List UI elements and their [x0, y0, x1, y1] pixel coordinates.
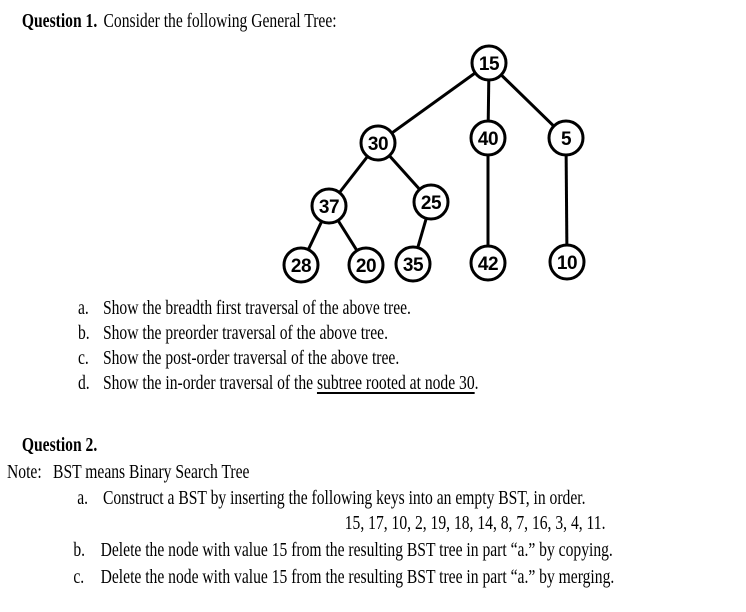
note-text: BST means Binary Search Tree	[53, 461, 250, 483]
item-text: Show the post-order traversal of the abo…	[102, 347, 400, 369]
item-text: Construct a BST by inserting the followi…	[102, 487, 586, 509]
node-label: 20	[356, 256, 376, 277]
question1-item-b: b. Show the preorder traversal of the abo…	[78, 322, 388, 345]
question2-keys-line: 15, 17, 10, 2, 19, 18, 14, 8, 7, 16, 3, …	[345, 512, 606, 535]
tree-node-40: 40	[469, 119, 507, 157]
node-label: 28	[291, 256, 311, 277]
item-marker: b.	[73, 539, 86, 561]
tree-node-20: 20	[347, 246, 385, 284]
item-marker: c.	[78, 347, 89, 369]
item-text-suffix: .	[474, 372, 479, 394]
item-text: Show the preorder traversal of the above…	[102, 322, 388, 344]
node-label: 35	[403, 255, 424, 276]
node-circle	[359, 124, 397, 162]
node-label: 5	[561, 129, 572, 150]
question1-heading: Question 1.Consider the following Genera…	[22, 10, 337, 33]
tree-node-30: 30	[359, 124, 397, 162]
question2-heading-number: Question 2.	[21, 434, 98, 456]
node-circle	[347, 246, 385, 284]
note-label: Note:	[7, 461, 42, 483]
node-label: 15	[479, 54, 500, 75]
node-circle	[469, 119, 507, 157]
node-circle	[547, 119, 585, 157]
node-circle	[412, 183, 450, 221]
question2-item-b: b. Delete the node with value 15 from the…	[73, 539, 613, 562]
item-text: Show the breadth first traversal of the …	[102, 297, 411, 319]
tree-node-37: 37	[310, 187, 348, 225]
question1-item-a: a. Show the breadth first traversal of th…	[78, 297, 411, 320]
question2-heading: Question 2.	[22, 434, 104, 457]
question2-item-a: a. Construct a BST by inserting the follo…	[77, 487, 585, 510]
tree-node-28: 28	[282, 246, 320, 284]
item-text-underlined: subtree rooted at node 30	[316, 372, 475, 394]
question1-heading-text: Consider the following General Tree:	[103, 10, 337, 32]
tree-node-25: 25	[412, 183, 450, 221]
general-tree-diagram: 15 30 40 5 37 25 28 20	[282, 44, 586, 284]
tree-edge-15-30	[377, 61, 490, 145]
question2-item-c: c. Delete the node with value 15 from the…	[73, 566, 614, 589]
tree-node-10: 10	[548, 243, 586, 281]
node-circle	[469, 244, 507, 282]
bst-insert-keys: 15, 17, 10, 2, 19, 18, 14, 8, 7, 16, 3, …	[344, 512, 606, 534]
node-circle	[394, 245, 432, 283]
tree-node-15: 15	[470, 44, 508, 82]
tree-edge-5-10	[564, 137, 569, 263]
item-marker: d.	[78, 372, 90, 394]
item-text: Delete the node with value 15 from the r…	[100, 566, 615, 588]
node-label: 10	[557, 253, 577, 274]
question1-heading-number: Question 1.	[21, 10, 98, 32]
node-circle	[548, 243, 586, 281]
question1-item-c: c. Show the post-order traversal of the a…	[78, 347, 399, 370]
tree-node-35: 35	[394, 245, 432, 283]
item-marker: b.	[78, 322, 90, 344]
node-label: 42	[478, 254, 498, 275]
item-marker: c.	[73, 566, 85, 588]
node-circle	[470, 44, 508, 82]
node-label: 30	[368, 134, 388, 155]
node-label: 25	[421, 193, 442, 214]
question1-item-d: d. Show the in-order traversal of the sub…	[78, 372, 479, 395]
node-circle	[310, 187, 348, 225]
item-text-prefix: Show the in-order traversal of the	[102, 372, 317, 394]
item-text: Delete the node with value 15 from the r…	[100, 539, 613, 561]
tree-node-5: 5	[547, 119, 585, 157]
node-circle	[282, 246, 320, 284]
item-marker: a.	[77, 487, 89, 509]
node-label: 40	[478, 129, 498, 150]
item-marker: a.	[78, 297, 89, 319]
question2-note: Note: BST means Binary Search Tree	[7, 461, 249, 484]
tree-node-42: 42	[469, 244, 507, 282]
node-label: 37	[319, 197, 339, 218]
